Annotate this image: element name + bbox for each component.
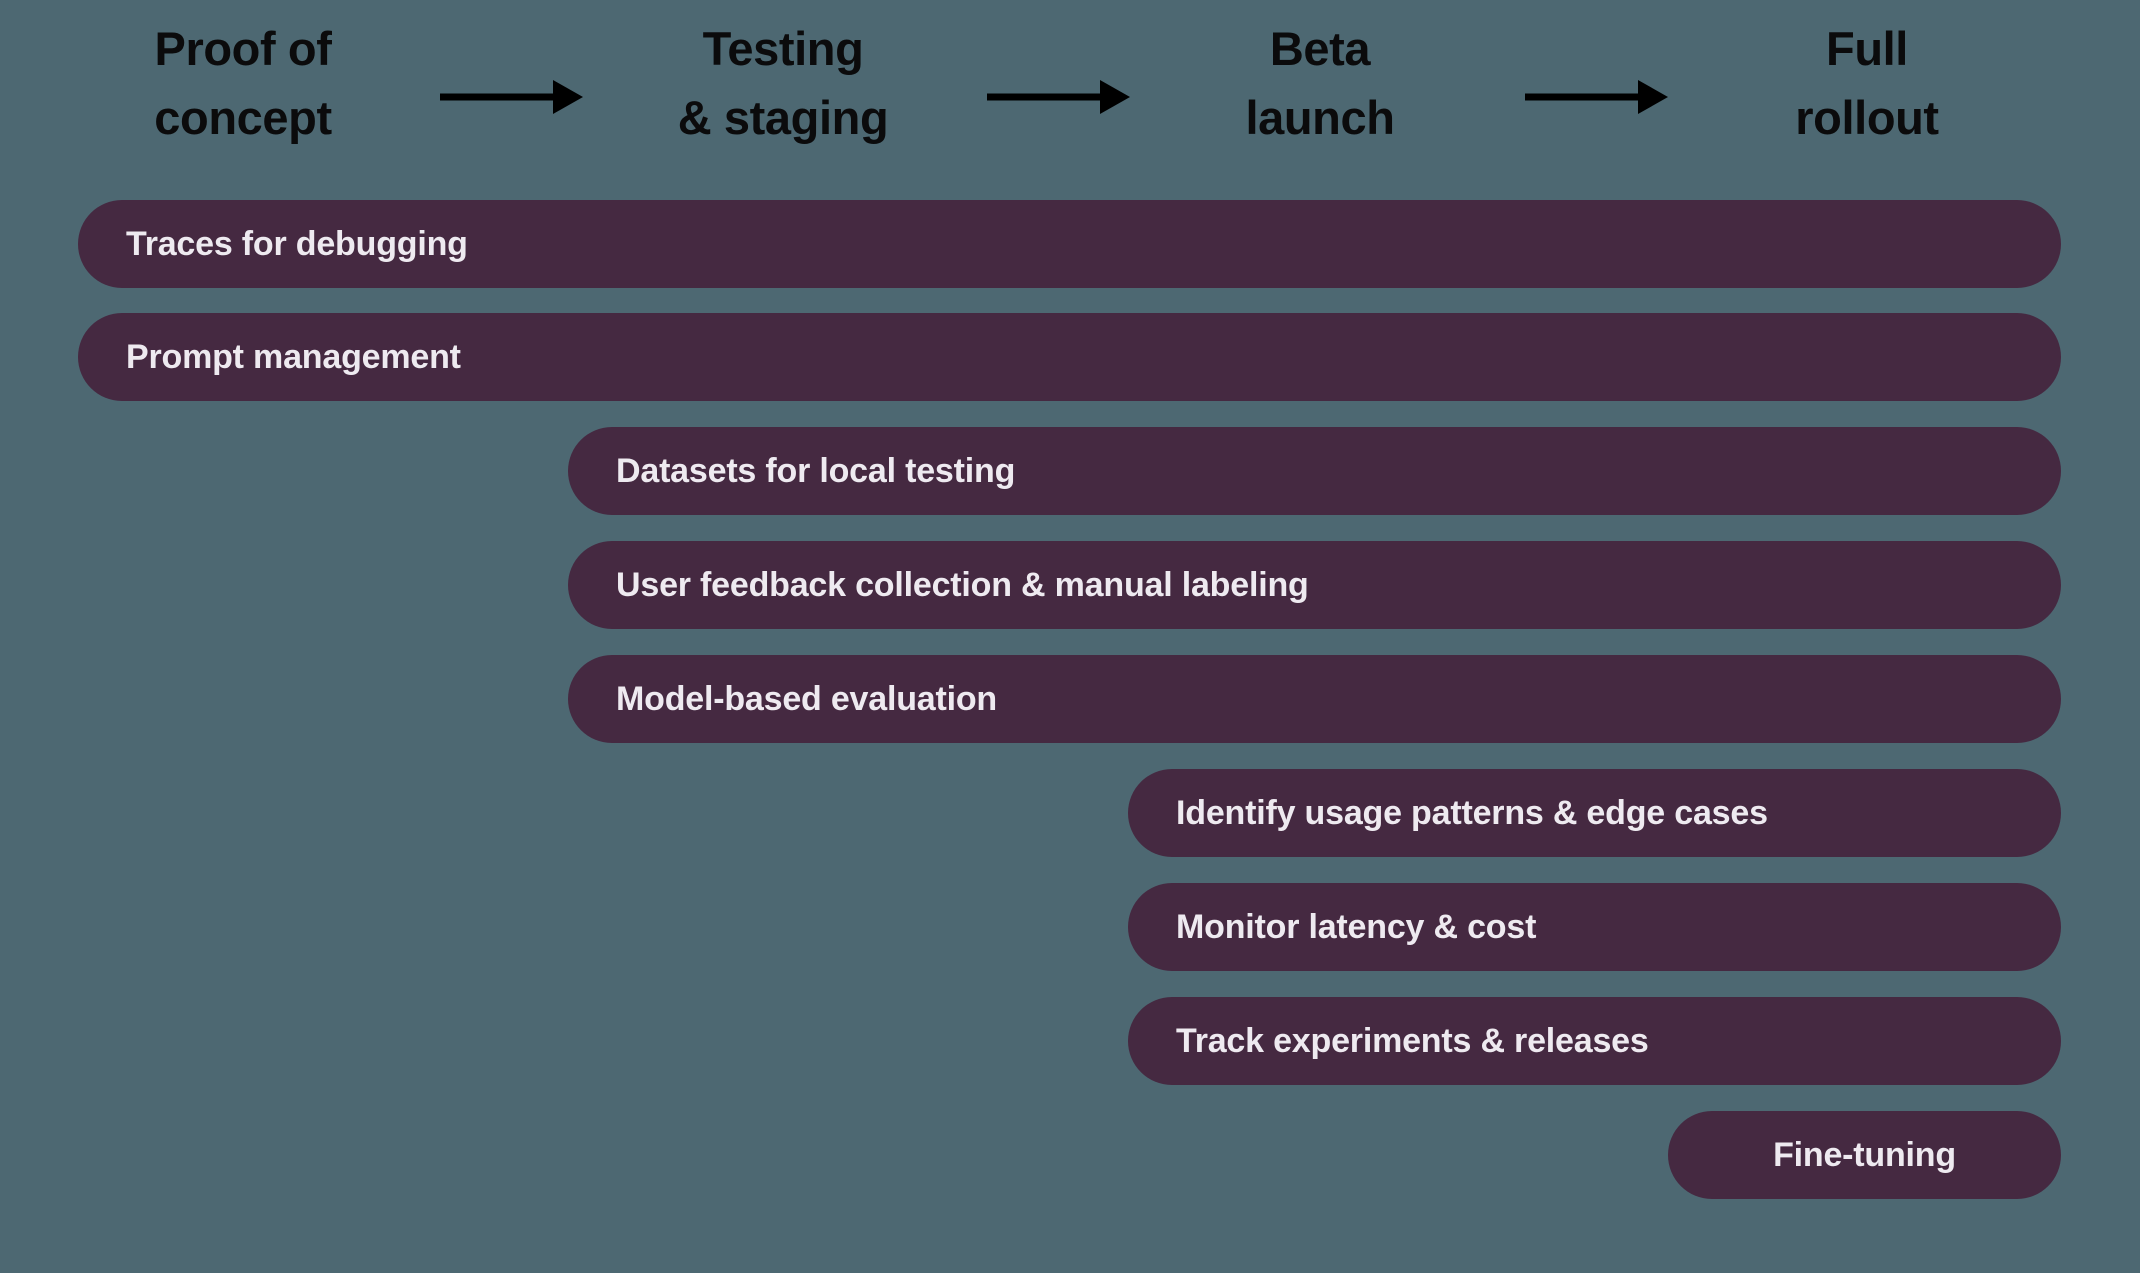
capability-pill-label: Prompt management — [126, 337, 461, 376]
stage-label-2: Testing & staging — [677, 22, 889, 144]
capability-pill[interactable]: Monitor latency & cost — [1128, 883, 2061, 971]
capability-pill-label: Track experiments & releases — [1176, 1021, 1649, 1060]
capability-pill[interactable]: Track experiments & releases — [1128, 997, 2061, 1085]
stage-label-4: Full rollout — [1795, 22, 1939, 144]
capability-pill-label: Monitor latency & cost — [1176, 907, 1537, 946]
capability-pill-label: User feedback collection & manual labeli… — [616, 565, 1309, 604]
capability-pill-label: Identify usage patterns & edge cases — [1176, 793, 1768, 832]
capability-pill[interactable]: Prompt management — [78, 313, 2061, 401]
stage-header-row: Proof of concept Testing & staging Beta la… — [0, 14, 2140, 164]
capability-pill-label: Traces for debugging — [126, 224, 468, 263]
capability-pill[interactable]: Datasets for local testing — [568, 427, 2061, 515]
arrow-right-icon — [1525, 77, 1668, 117]
capability-pill-label: Model-based evaluation — [616, 679, 998, 718]
capability-pill[interactable]: Fine-tuning — [1668, 1111, 2061, 1199]
capability-pill-label: Datasets for local testing — [616, 451, 1016, 490]
capability-pill[interactable]: Traces for debugging — [78, 200, 2061, 288]
arrow-right-icon — [440, 77, 583, 117]
arrow-right-icon — [987, 77, 1130, 117]
capability-pill[interactable]: Model-based evaluation — [568, 655, 2061, 743]
capability-pill-label: Fine-tuning — [1773, 1135, 1956, 1174]
capability-pill[interactable]: User feedback collection & manual labeli… — [568, 541, 2061, 629]
stage-label-1: Proof of concept — [154, 22, 332, 144]
stage-label-3: Beta launch — [1245, 22, 1395, 144]
capability-pill[interactable]: Identify usage patterns & edge cases — [1128, 769, 2061, 857]
